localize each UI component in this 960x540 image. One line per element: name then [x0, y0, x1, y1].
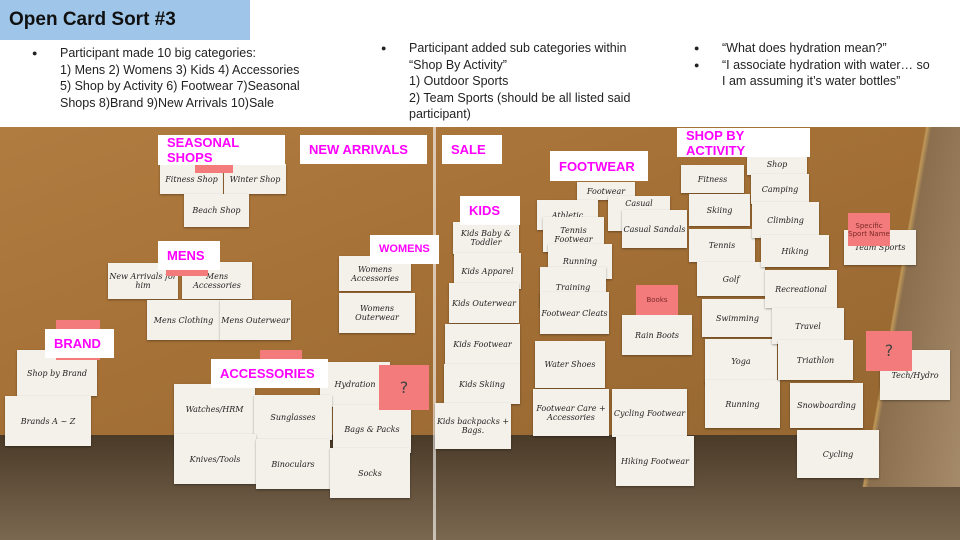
- category-label-brand: BRAND: [45, 329, 114, 358]
- category-label-seasonal-shops: SEASONAL SHOPS: [158, 135, 285, 165]
- card: Mens Outerwear: [220, 300, 291, 340]
- category-label-new-arrivals: NEW ARRIVALS: [300, 135, 427, 164]
- category-label-mens: MENS: [158, 241, 220, 270]
- card: Sunglasses: [254, 395, 332, 440]
- card: Kids backpacks + Bags.: [435, 403, 511, 449]
- card: Watches/HRM: [174, 384, 255, 434]
- card: Footwear: [577, 182, 635, 200]
- card: Binoculars: [256, 439, 330, 489]
- notes-subcategories: Participant added sub categories within …: [381, 40, 681, 123]
- card: Climbing: [752, 202, 819, 238]
- slide-title: Open Card Sort #3: [9, 9, 176, 30]
- card: Beach Shop: [184, 194, 249, 227]
- card: Cycling Footwear: [612, 389, 687, 437]
- card: Golf: [697, 262, 765, 296]
- card: Knives/Tools: [174, 434, 256, 484]
- card: Rain Boots: [622, 315, 692, 355]
- card: Cycling: [797, 430, 879, 478]
- card: Brands A ~ Z: [5, 396, 91, 446]
- card: Hiking Footwear: [616, 436, 694, 486]
- card: Footwear Care + Accessories: [533, 389, 609, 436]
- notes-categories: Participant made 10 big categories: 1) M…: [32, 45, 352, 111]
- card: Kids Baby & Toddler: [453, 222, 519, 254]
- sticky-note: Specific Sport Name: [848, 213, 890, 246]
- card: Tech/Hydro: [880, 350, 950, 400]
- note-item: Participant made 10 big categories: 1) M…: [32, 45, 352, 111]
- card: Casual Sandals: [622, 210, 687, 248]
- card: Mens Clothing: [147, 300, 220, 340]
- notes-quotes: “What does hydration mean?” “I associate…: [694, 40, 960, 90]
- card: Snowboarding: [790, 383, 863, 428]
- card: Kids Outerwear: [449, 283, 519, 323]
- question-sticky-note: ?: [379, 365, 429, 410]
- sticky-note: Books: [636, 285, 678, 315]
- card: Triathlon: [778, 340, 853, 380]
- card: Shop: [747, 153, 807, 175]
- sticky-note: [195, 163, 233, 173]
- card: Skiing: [689, 194, 750, 226]
- question-sticky-note: ?: [866, 331, 912, 371]
- category-label-sale: SALE: [442, 135, 502, 164]
- card: Kids Footwear: [445, 324, 520, 364]
- title-bar: Open Card Sort #3: [0, 0, 250, 40]
- card: Water Shoes: [535, 341, 605, 388]
- photo-seam: [433, 127, 436, 540]
- card: Yoga: [705, 339, 777, 384]
- table-edge: [860, 127, 960, 487]
- card: Womens Outerwear: [339, 293, 415, 333]
- card: Travel: [772, 308, 844, 344]
- card: Hiking: [761, 235, 829, 267]
- card: Running: [705, 380, 780, 428]
- card: Socks: [330, 448, 410, 498]
- card: Tennis: [689, 229, 755, 262]
- card: Fitness: [681, 165, 744, 193]
- card: Footwear Cleats: [540, 292, 609, 334]
- card: Swimming: [702, 299, 773, 337]
- quote-item: “I associate hydration with water… so I …: [694, 57, 960, 90]
- quote-item: “What does hydration mean?”: [694, 40, 960, 57]
- note-item: Participant added sub categories within …: [381, 40, 681, 123]
- category-label-kids: KIDS: [460, 196, 520, 225]
- category-label-womens: WOMENS: [370, 235, 439, 264]
- sticky-note: [166, 268, 208, 276]
- card: Winter Shop: [224, 164, 286, 194]
- card: Bags & Packs: [333, 405, 411, 453]
- category-label-accessories: ACCESSORIES: [211, 359, 328, 388]
- category-label-shop-by-activity: SHOP BY ACTIVITY: [677, 128, 810, 158]
- category-label-footwear: FOOTWEAR: [550, 151, 648, 181]
- card: Recreational: [765, 270, 837, 308]
- card: Kids Skiing: [444, 364, 520, 404]
- card: Camping: [751, 174, 809, 204]
